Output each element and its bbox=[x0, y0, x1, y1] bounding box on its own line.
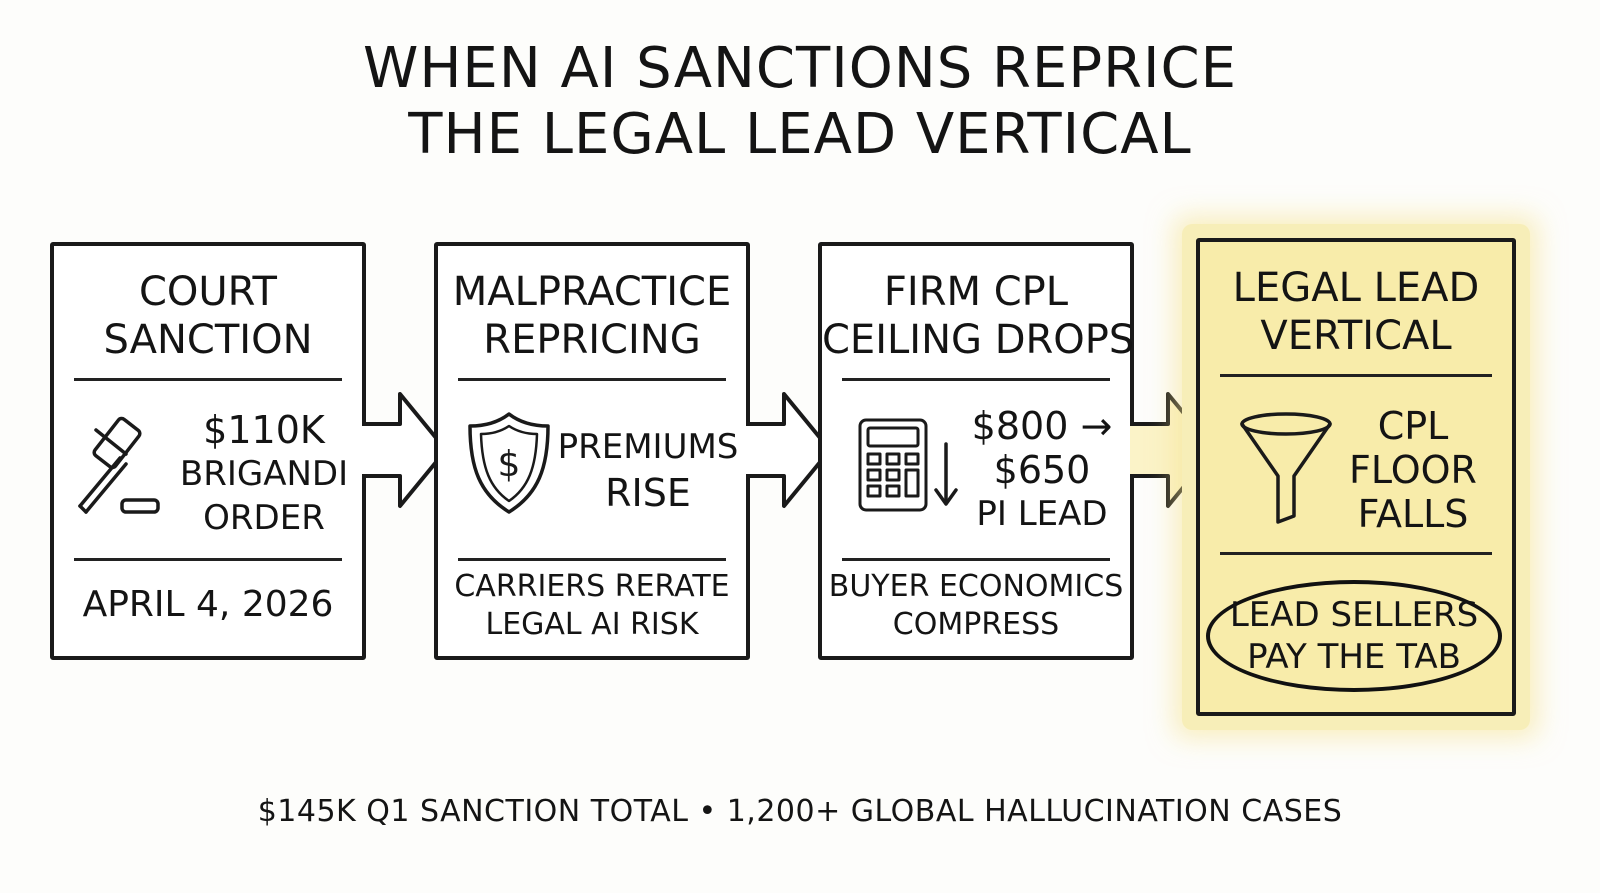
step-heading: COURT SANCTION bbox=[103, 269, 313, 363]
step-card-firm-cpl-ceiling: FIRM CPL CEILING DROPS $800 → $650 PI LE… bbox=[818, 242, 1134, 660]
divider bbox=[458, 378, 726, 381]
step-body: $800 → $650 PI LEAD bbox=[971, 404, 1113, 534]
step-body: PREMIUMS RISE bbox=[557, 427, 739, 515]
divider bbox=[842, 378, 1110, 381]
title-line-1: WHEN AI SANCTIONS REPRICE bbox=[362, 36, 1238, 101]
divider bbox=[1220, 374, 1492, 377]
step-heading: FIRM CPL CEILING DROPS bbox=[822, 269, 1135, 363]
funnel-icon bbox=[1240, 412, 1332, 524]
step-footer: BUYER ECONOMICS COMPRESS bbox=[828, 569, 1124, 642]
divider bbox=[1220, 552, 1492, 555]
step-heading: LEGAL LEAD VERTICAL bbox=[1232, 265, 1480, 359]
step-footer: CARRIERS RERATE LEGAL AI RISK bbox=[454, 569, 730, 642]
diagram-title: WHEN AI SANCTIONS REPRICE THE LEGAL LEAD… bbox=[0, 36, 1600, 168]
step-heading: MALPRACTICE REPRICING bbox=[452, 269, 732, 363]
step-card-legal-lead-vertical: LEGAL LEAD VERTICAL CPL FLOOR FALLS LEAD… bbox=[1196, 238, 1516, 716]
step-card-court-sanction: COURT SANCTION $110K BRIGANDI ORDER APRI… bbox=[50, 242, 366, 660]
gavel-icon bbox=[78, 416, 160, 514]
divider bbox=[458, 558, 726, 561]
title-line-2: THE LEGAL LEAD VERTICAL bbox=[408, 102, 1192, 167]
step-body: $110K BRIGANDI ORDER bbox=[179, 408, 349, 538]
shield-dollar-icon: $ bbox=[468, 412, 550, 514]
step-footer: APRIL 4, 2026 bbox=[82, 584, 334, 625]
footer-note: $145K Q1 SANCTION TOTAL • 1,200+ GLOBAL … bbox=[257, 794, 1343, 829]
callout-oval: LEAD SELLERS PAY THE TAB bbox=[1206, 580, 1502, 692]
step-body: CPL FLOOR FALLS bbox=[1349, 404, 1477, 536]
svg-text:$: $ bbox=[498, 444, 521, 485]
step-card-malpractice-repricing: MALPRACTICE REPRICING $ PREMIUMS RISE CA… bbox=[434, 242, 750, 660]
calculator-icon bbox=[858, 418, 958, 512]
divider bbox=[842, 558, 1110, 561]
divider bbox=[74, 378, 342, 381]
divider bbox=[74, 558, 342, 561]
